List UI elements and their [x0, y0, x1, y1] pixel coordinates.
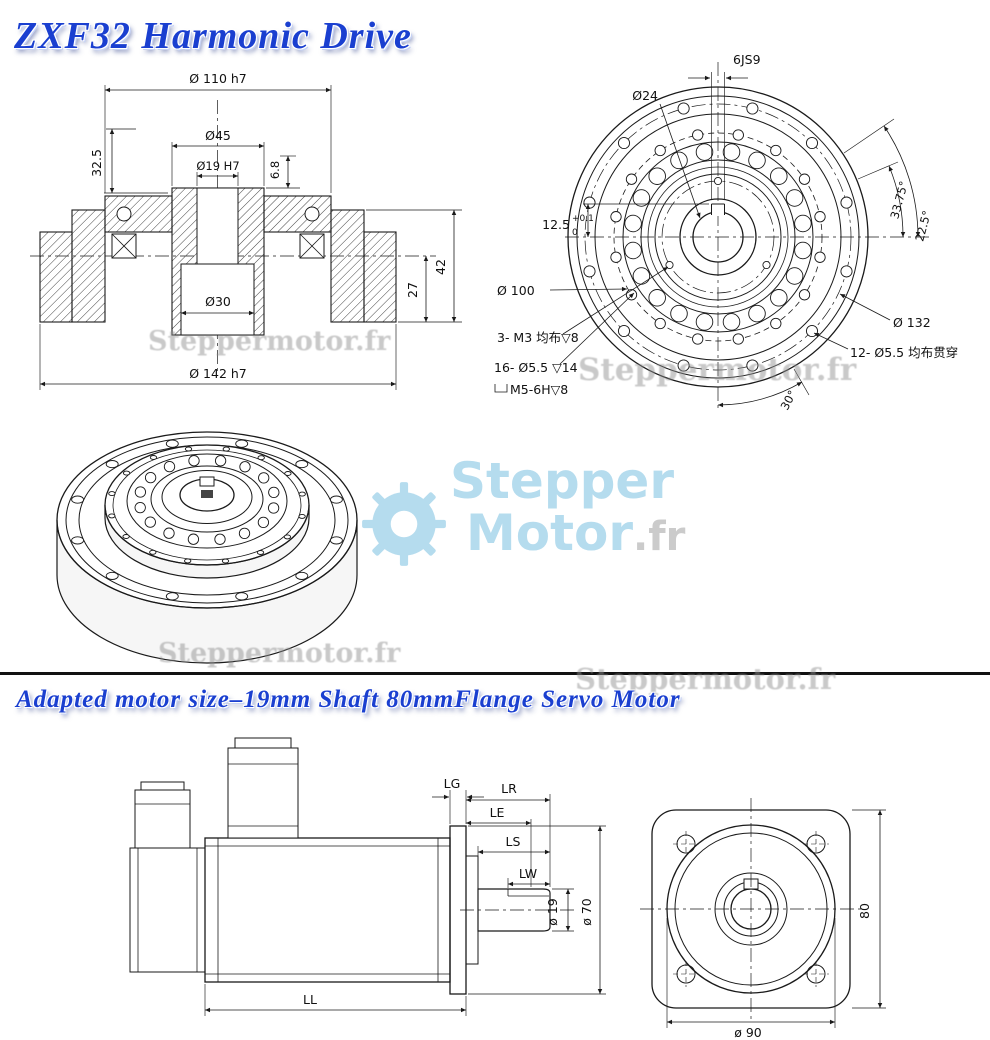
- note-12-holes: 12- Ø5.5 均布贯穿: [850, 345, 958, 360]
- dim-label-angle-33-75: 33.75°: [887, 179, 911, 220]
- dim-label-tol-lower: 0: [572, 228, 578, 238]
- dim-label-27: 27: [405, 282, 420, 298]
- dim-label-le: LE: [490, 805, 505, 820]
- dim-label-42: 42: [433, 259, 448, 275]
- watermark-logo: Stepper Motor.fr: [358, 452, 688, 582]
- outer-bolt-hole-ring: [583, 102, 853, 372]
- connector-small: [134, 781, 191, 849]
- iso-keyway: [199, 476, 215, 487]
- watermark-text: Steppermotor.fr: [148, 326, 391, 357]
- servo-motor-drawings: LG LR LE LS LW ø 19: [129, 737, 886, 1040]
- dim-label-dia110: Ø 110 h7: [189, 71, 247, 86]
- dim-label-12-5: 12.5: [542, 217, 570, 232]
- dim-label-lr: LR: [501, 781, 517, 796]
- dim-label-keyway: 6JS9: [733, 52, 761, 67]
- connector-large: [227, 737, 299, 839]
- page-title: ZXF32 Harmonic Drive: [14, 15, 412, 57]
- logo-word-stepper: Stepper: [450, 452, 674, 510]
- watermark-text: Steppermotor.fr: [578, 352, 857, 388]
- section-subtitle: Adapted motor size–19mm Shaft 80mmFlange…: [16, 686, 681, 713]
- dim-label-dia19: Ø19 H7: [196, 159, 239, 173]
- dim-label-angle-22-5: 22.5°: [912, 209, 934, 243]
- iso-key-slot: [201, 490, 213, 498]
- dim-label-dia24: Ø24: [632, 88, 658, 103]
- dim-label-dia132: Ø 132: [893, 315, 931, 330]
- motor-side-view: LG LR LE LS LW ø 19: [129, 737, 606, 1016]
- note-m3-holes: 3- M3 均布▽8: [497, 330, 579, 345]
- motor-front-view: 80 ø 90: [640, 798, 886, 1040]
- dim-label-ls: LS: [506, 834, 521, 849]
- watermark-text: Steppermotor.fr: [158, 638, 401, 669]
- dim-label-angle-30: 30°: [778, 388, 800, 413]
- dim-label-dia19-shaft: ø 19: [545, 898, 560, 926]
- logo-tld: .fr: [633, 514, 686, 560]
- isometric-view: [56, 431, 358, 664]
- bearing-sections: [111, 206, 325, 259]
- motor-side-dimensions: LG LR LE LS LW ø 19: [204, 776, 606, 1016]
- dim-label-80: 80: [857, 903, 872, 919]
- bearing-ball-ring: [624, 143, 812, 331]
- dim-label-tol-upper: +0.1: [572, 214, 594, 224]
- dim-label-dia90: ø 90: [734, 1025, 762, 1040]
- harmonic-drive-drawings: Ø 110 h7 32.5 Ø45 Ø19 H7 6.8 Ø30: [30, 52, 958, 664]
- dim-label-lg: LG: [444, 776, 461, 791]
- dim-label-dia100: Ø 100: [497, 283, 535, 298]
- logo-word-motor: Motor.fr: [466, 504, 686, 562]
- iso-outer-hole-ring: [71, 439, 343, 601]
- dim-label-dia142: Ø 142 h7: [189, 366, 247, 381]
- dim-label-lw: LW: [519, 866, 537, 881]
- dim-label-6-8: 6.8: [268, 161, 282, 179]
- keyway: [711, 203, 725, 216]
- dim-label-dia70: ø 70: [579, 898, 594, 926]
- cross-section-view: Ø 110 h7 32.5 Ø45 Ø19 H7 6.8 Ø30: [30, 71, 462, 390]
- motor-front-dimensions: 80 ø 90: [666, 809, 886, 1040]
- section-divider: [0, 672, 990, 675]
- iso-inner-hole-ring: [108, 446, 306, 564]
- counterbore-symbol: [494, 384, 508, 393]
- iso-ball-ring: [134, 455, 280, 545]
- note-16-holes: 16- Ø5.5 ▽14: [494, 360, 578, 375]
- dim-label-ll: LL: [303, 992, 317, 1007]
- dim-label-32-5: 32.5: [89, 149, 104, 177]
- gear-icon: [362, 482, 446, 566]
- cross-section-dimensions: Ø 110 h7 32.5 Ø45 Ø19 H7 6.8 Ø30: [39, 71, 462, 390]
- dim-label-dia30: Ø30: [205, 294, 231, 309]
- dim-label-dia45: Ø45: [205, 128, 231, 143]
- note-m5-thread: M5-6H▽8: [510, 382, 568, 397]
- watermark-text: Steppermotor.fr: [575, 662, 836, 696]
